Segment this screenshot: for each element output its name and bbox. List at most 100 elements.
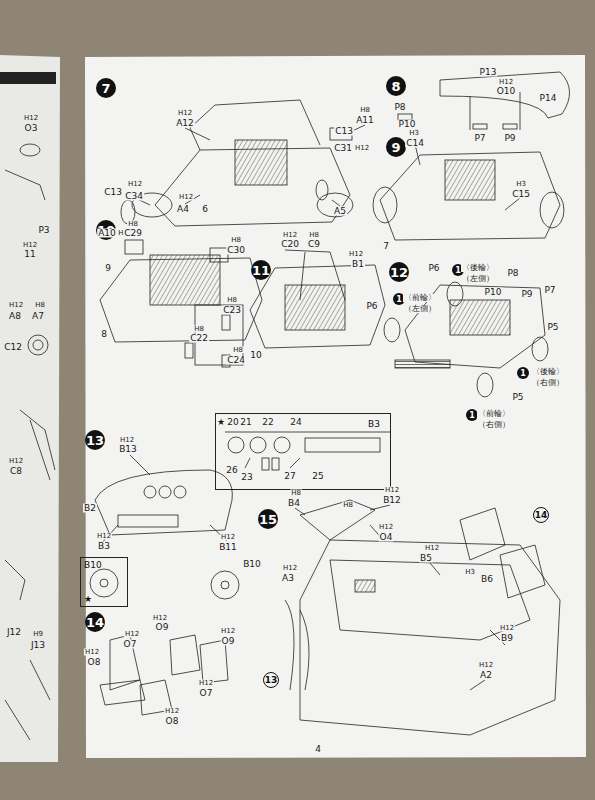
step-number-text: 1 <box>520 369 526 378</box>
part-label: H12 <box>8 458 24 465</box>
callout-number: ★ <box>216 418 226 427</box>
part-label: B6 <box>480 575 494 584</box>
part-label: B11 <box>218 543 238 552</box>
callout-number: 22 <box>261 418 274 427</box>
part-label: C12 <box>3 343 23 352</box>
callout-number: 25 <box>311 472 324 481</box>
part-label: H12 <box>198 680 214 687</box>
part-label: P7 <box>543 286 556 295</box>
part-label: （右側） <box>477 421 511 429</box>
part-label: H12 <box>348 251 364 258</box>
part-label: C23 <box>222 306 242 315</box>
part-label: P5 <box>511 393 524 402</box>
part-label: H8 <box>226 297 238 304</box>
part-label: B5 <box>419 554 433 563</box>
part-label: B12 <box>382 496 402 505</box>
part-label: H8 <box>127 221 139 228</box>
step-number-text: 9 <box>391 140 400 155</box>
part-label: C30 <box>226 246 246 255</box>
part-label: O10 <box>496 87 517 96</box>
part-label: H3 <box>515 181 527 188</box>
callout-number: 13 <box>263 672 279 688</box>
callout-number: 14 <box>533 507 549 523</box>
callout-number: 8 <box>100 330 108 339</box>
part-label: H8 <box>193 326 205 333</box>
step-number: 8 <box>386 76 406 96</box>
part-label: H12 <box>478 662 494 669</box>
step-number-text: 7 <box>101 81 110 96</box>
part-label: H12 <box>84 649 100 656</box>
part-label: P7 <box>473 134 486 143</box>
part-label: P10 <box>484 288 503 297</box>
step-number-text: 1 <box>396 295 402 304</box>
part-label: O3 <box>24 124 39 133</box>
part-label: P8 <box>506 269 519 278</box>
step-number-text: 11 <box>252 263 270 278</box>
step-number: 11 <box>251 260 271 280</box>
part-label: H12 <box>378 524 394 531</box>
part-label: P6 <box>365 302 378 311</box>
part-label: A8 <box>8 312 22 321</box>
part-label: C20 <box>280 240 300 249</box>
part-label: C29 <box>123 229 143 238</box>
part-label: H12 <box>177 110 193 117</box>
part-label: H12 <box>499 625 515 632</box>
step-number-text: 13 <box>265 675 278 685</box>
part-label: B2 <box>83 504 97 513</box>
part-label: H8 <box>230 237 242 244</box>
callout-number: 11 <box>23 250 36 259</box>
part-label: H12 <box>220 534 236 541</box>
part-label: O4 <box>379 533 394 542</box>
part-label: H12 <box>498 79 514 86</box>
step-number: 12 <box>389 262 409 282</box>
part-number: B3 <box>368 420 380 429</box>
part-label: H12 <box>8 302 24 309</box>
part-label: H12 <box>178 194 194 201</box>
part-label: P10 <box>398 120 417 129</box>
part-label: O9 <box>221 637 236 646</box>
part-label: A5 <box>333 207 347 216</box>
part-label: C22 <box>189 334 209 343</box>
callout-number: 1 <box>517 367 529 379</box>
callout-number: 6 <box>201 205 209 214</box>
step-number-text: 15 <box>259 512 277 527</box>
part-label: O8 <box>87 658 102 667</box>
part-label: C24 <box>226 356 246 365</box>
callout-number: 10 <box>249 351 262 360</box>
part-label: P13 <box>479 68 498 77</box>
part-label: J13 <box>30 641 46 650</box>
part-label: H9 <box>32 631 44 638</box>
part-label: H12 <box>354 145 370 152</box>
callout-number: 27 <box>283 472 296 481</box>
part-label: H12 <box>119 437 135 444</box>
part-label: 〈前輪〉 <box>403 294 437 302</box>
part-label: H12 <box>152 615 168 622</box>
part-label: H12 <box>424 545 440 552</box>
part-label: C9 <box>307 240 321 249</box>
part-label: H3 <box>464 569 476 576</box>
part-label: H8 <box>232 347 244 354</box>
part-label: C15 <box>511 190 531 199</box>
step-number-text: 14 <box>535 510 548 520</box>
part-label: H12 <box>384 487 400 494</box>
part-label: B1 <box>351 260 365 269</box>
part-label: B4 <box>287 499 301 508</box>
callout-number: 21 <box>239 418 252 427</box>
callout-number: 20 <box>226 418 239 427</box>
step-number: 15 <box>258 509 278 529</box>
step-number-text: 12 <box>390 265 408 280</box>
step-number-text: 13 <box>86 433 104 448</box>
step-number-text: 1 <box>455 266 461 275</box>
part-label: B10 <box>242 560 262 569</box>
part-number: B10 <box>84 561 102 570</box>
part-label: A2 <box>479 671 493 680</box>
part-label: C13 <box>334 127 354 136</box>
part-label: P5 <box>546 323 559 332</box>
callout-number: 9 <box>104 264 112 273</box>
part-label: H12 <box>282 232 298 239</box>
part-label: B9 <box>500 634 514 643</box>
part-label: （右側） <box>531 379 565 387</box>
part-label: H12 <box>22 242 38 249</box>
part-label: P9 <box>503 134 516 143</box>
